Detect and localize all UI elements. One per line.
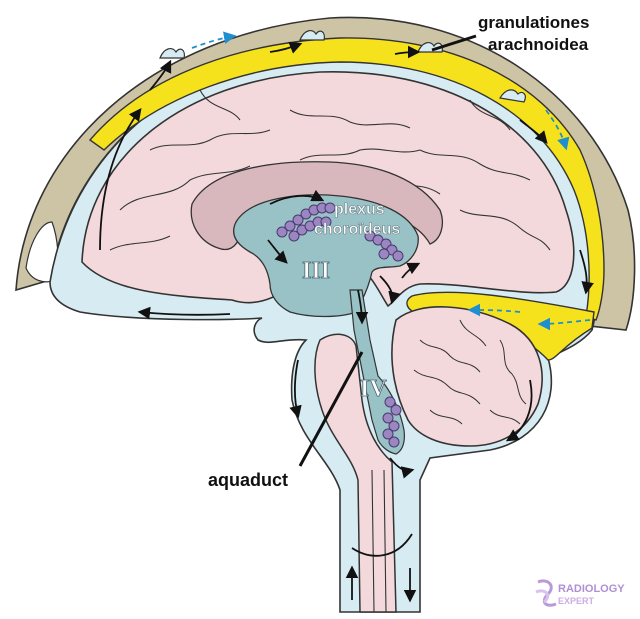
choroid-plexus <box>276 202 404 448</box>
third-ventricle-label: III <box>302 258 330 284</box>
spinal-canal-lines <box>371 469 387 613</box>
corpus-callosum <box>190 161 444 251</box>
granulationes-label-line1: granulationes <box>478 13 589 32</box>
cerebral-sulci <box>109 89 551 251</box>
plexus-label-line2: choroïdeus <box>314 221 400 238</box>
fourth-ventricle-label: IV <box>360 376 387 402</box>
venous-flow-arrows <box>191 31 591 331</box>
granulationes-pointer <box>431 34 477 52</box>
plexus-label-line1: plexus <box>334 201 385 218</box>
aquaduct-pointer <box>298 351 364 467</box>
cerebellar-folia <box>413 319 527 425</box>
superior-sagittal-sinus <box>88 37 605 321</box>
radiology-assistant-logo-icon <box>535 579 557 607</box>
granulationes-label-line2: arachnoidea <box>488 35 589 54</box>
aquaduct-label: aquaduct <box>208 470 288 490</box>
logo-text-line1: RADIOLOGY <box>558 583 625 595</box>
third-ventricle <box>233 194 419 318</box>
aqueduct-and-fourth-ventricle <box>349 289 405 455</box>
logo-text-line2: EXPERT <box>558 596 595 606</box>
csf-flow-arrows <box>99 41 594 603</box>
